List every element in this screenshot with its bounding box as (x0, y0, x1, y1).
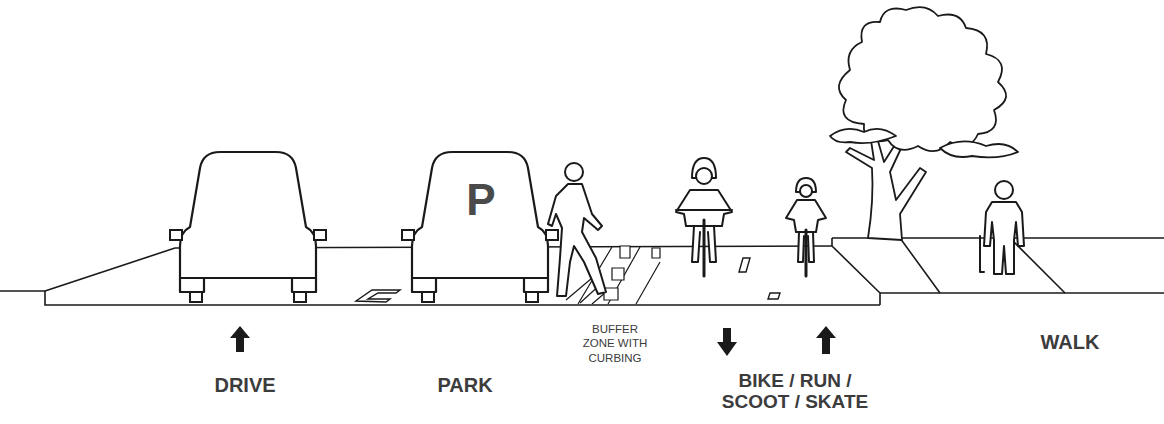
handlebar (676, 209, 732, 211)
tree-trunk (846, 134, 926, 240)
bike-wheel (703, 220, 706, 276)
curb-ramp (45, 248, 175, 291)
pedestrian (548, 163, 606, 296)
tree-branch-leaves (830, 129, 896, 143)
child-cyclist (786, 178, 826, 276)
parked-car (402, 152, 558, 302)
sidewalk-joint (900, 238, 1065, 293)
lane-label: PARK (405, 374, 525, 396)
curb-block (612, 268, 624, 280)
cyclist (676, 158, 732, 276)
zone-label: BUFFER ZONE WITH CURBING (578, 322, 652, 365)
sidewalk-near-edge (880, 292, 1164, 294)
cyclist-body (786, 200, 826, 232)
person-body (548, 184, 606, 296)
curb-block (620, 246, 630, 258)
person-head (565, 163, 583, 181)
walking-cane (980, 236, 984, 272)
lane-dash (768, 293, 780, 299)
bike-wheel (805, 230, 808, 276)
up-arrow (816, 326, 836, 354)
tree-canopy (839, 7, 1006, 151)
lane-label: WALK (1010, 331, 1130, 353)
cyclist-head (696, 168, 712, 184)
parking-symbol: P (446, 178, 516, 222)
down-arrow (717, 328, 737, 356)
person-body (984, 202, 1024, 274)
ground-line (0, 290, 45, 292)
tree-branch-leaves (940, 141, 1018, 157)
road-edge (45, 291, 880, 305)
up-arrow (230, 326, 250, 352)
pedestrian (980, 181, 1024, 274)
driving-car (170, 152, 326, 302)
lane-dashes (739, 258, 780, 299)
parking-mark (356, 290, 400, 302)
cyclist-head (800, 185, 812, 197)
person-head (995, 181, 1013, 199)
lane-label: DRIVE (185, 374, 305, 396)
lane-label: BIKE / RUN / SCOOT / SKATE (715, 371, 875, 413)
curb-block (652, 248, 660, 258)
direction-arrows (230, 326, 836, 356)
curb (832, 246, 880, 305)
lane-dash (739, 258, 750, 272)
